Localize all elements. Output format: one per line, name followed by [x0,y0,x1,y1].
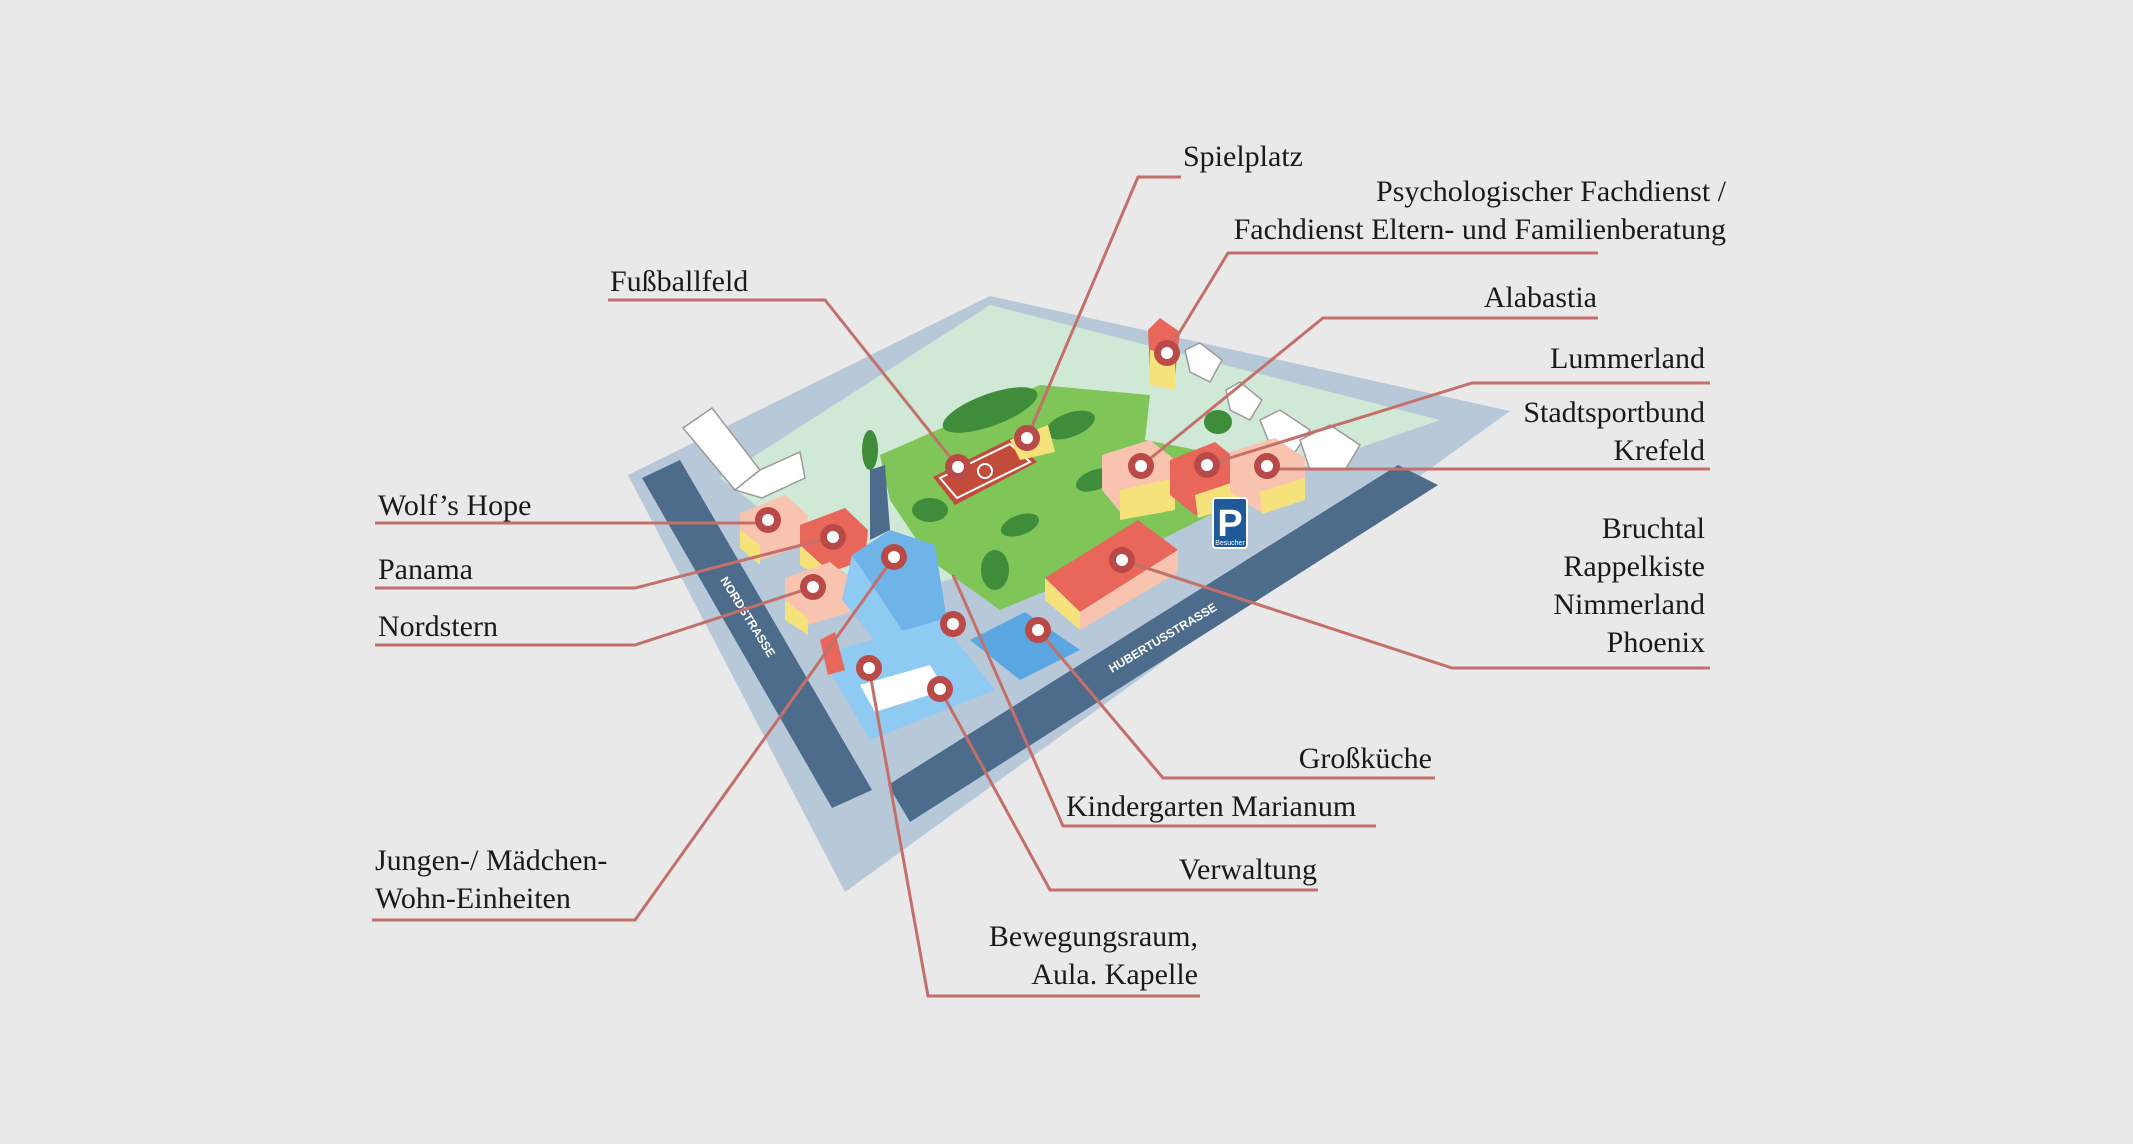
hubertusstrasse-street [888,465,1438,822]
label-stadtsportbund[interactable]: Stadtsportbund Krefeld [1523,396,1705,467]
parking-sign[interactable]: P Besucher [1212,497,1248,549]
svg-text:P: P [1217,503,1242,545]
nordstrasse-street [642,460,872,808]
label-wolfs-hope[interactable]: Wolf’s Hope [378,489,532,522]
label-panama[interactable]: Panama [378,553,473,586]
pin-nordstern [800,574,826,600]
neighbour-buildings [681,342,1362,499]
blue-complex [820,612,1080,740]
label-spielplatz[interactable]: Spielplatz [1183,140,1303,173]
label-psychologischer-fachdienst[interactable]: Psychologischer Fachdienst / Fachdienst … [1233,175,1726,246]
pin-bewegungsraum [856,655,882,681]
pin-spielplatz [1014,425,1040,451]
green-area [880,385,1300,610]
pin-lummerland [1194,452,1220,478]
label-grosskueche[interactable]: Großküche [1298,742,1432,775]
pin-verwaltung [927,676,953,702]
pin-stadtsportbund [1254,453,1280,479]
label-nordstern[interactable]: Nordstern [378,610,498,643]
label-fussballfeld[interactable]: Fußballfeld [610,265,749,298]
pin-bruchtal [1109,547,1135,573]
label-kindergarten[interactable]: Kindergarten Marianum [1066,790,1357,823]
pin-panama [820,524,846,550]
label-jungen-maedchen[interactable]: Jungen-/ Mädchen- Wohn-Einheiten [375,844,608,915]
pin-wolfs-hope [755,507,781,533]
pin-alabastia [1128,453,1154,479]
trees [862,387,1232,590]
label-alabastia[interactable]: Alabastia [1483,281,1597,314]
soccer-field [933,438,1037,505]
label-bruchtal-group[interactable]: Bruchtal Rappelkiste Nimmerland Phoenix [1553,512,1705,659]
map-pins [755,340,1280,702]
svg-text:Besucher: Besucher [1215,540,1245,547]
label-lummerland[interactable]: Lummerland [1550,342,1705,375]
label-bewegungsraum[interactable]: Bewegungsraum, Aula. Kapelle [988,920,1198,991]
pin-psych [1154,340,1180,366]
pin-fussballfeld [945,454,971,480]
label-verwaltung[interactable]: Verwaltung [1178,853,1317,886]
leader-lines [372,175,1710,998]
pin-kindergarten [940,611,966,637]
pin-grosskueche [1025,617,1051,643]
pin-jungen [881,544,907,570]
